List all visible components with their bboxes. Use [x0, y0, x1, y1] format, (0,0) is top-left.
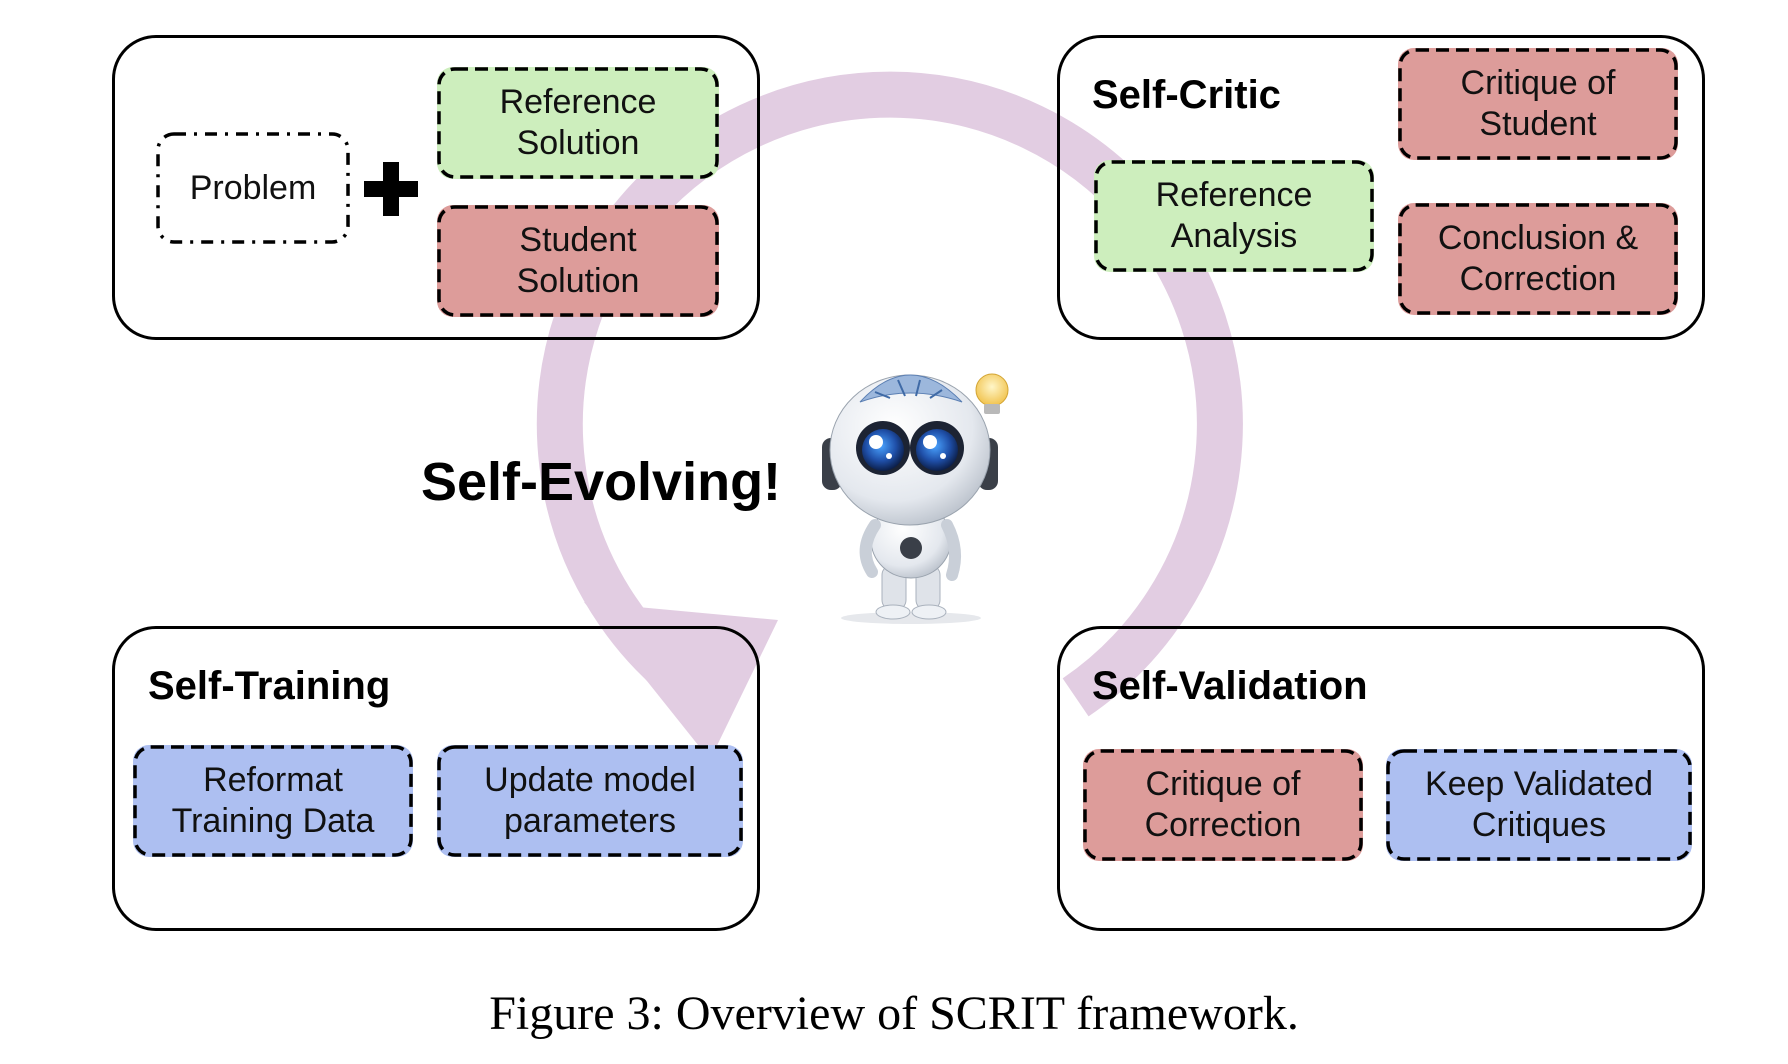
- problem-box: Problem: [156, 132, 350, 244]
- student-solution-box: Student Solution: [437, 205, 719, 317]
- self-training-title: Self-Training: [148, 664, 391, 708]
- box-border: [1398, 203, 1678, 315]
- reference-analysis-box: Reference Analysis: [1094, 160, 1374, 272]
- keep-validated-critiques-label: Keep Validated Critiques: [1424, 765, 1654, 844]
- box-border: [133, 745, 413, 857]
- reference-solution-box: Reference Solution: [437, 67, 719, 179]
- box-border: [437, 745, 743, 857]
- critique-of-correction-label: Critique of Correction: [1144, 765, 1302, 844]
- reformat-training-data-label: Reformat Training Data: [171, 761, 375, 840]
- box-border: [437, 67, 719, 179]
- student-solution-label: Student Solution: [516, 221, 640, 300]
- box-border: [1386, 749, 1692, 861]
- self-training-panel: [112, 626, 760, 931]
- input-panel: [112, 35, 760, 340]
- box-border: [1083, 749, 1363, 861]
- figure-caption: Figure 3: Overview of SCRIT framework.: [489, 987, 1299, 1040]
- self-critic-panel: [1057, 35, 1705, 340]
- critique-of-student-label: Critique of Student: [1460, 64, 1616, 143]
- reformat-training-data-box: Reformat Training Data: [133, 745, 413, 857]
- self-validation-title: Self-Validation: [1092, 664, 1368, 708]
- problem-label: Problem: [189, 168, 317, 207]
- update-model-parameters-box: Update model parameters: [437, 745, 743, 857]
- self-validation-panel: [1057, 626, 1705, 931]
- critique-of-correction-box: Critique of Correction: [1083, 749, 1363, 861]
- box-border: [437, 205, 719, 317]
- self-evolving-label: Self-Evolving!: [421, 452, 782, 512]
- reference-analysis-label: Reference Analysis: [1155, 176, 1313, 255]
- update-model-parameters-label: Update model parameters: [484, 761, 696, 840]
- self-critic-title: Self-Critic: [1092, 73, 1281, 117]
- keep-validated-critiques-box: Keep Validated Critiques: [1386, 749, 1692, 861]
- box-border: [1398, 48, 1678, 160]
- box-border: [156, 132, 350, 244]
- plus-icon: [364, 162, 418, 216]
- conclusion-correction-box: Conclusion & Correction: [1398, 203, 1678, 315]
- box-border: [1094, 160, 1374, 272]
- robot-illustration: [822, 373, 1009, 624]
- conclusion-correction-label: Conclusion & Correction: [1437, 219, 1639, 298]
- reference-solution-label: Reference Solution: [499, 83, 657, 162]
- critique-of-student-box: Critique of Student: [1398, 48, 1678, 160]
